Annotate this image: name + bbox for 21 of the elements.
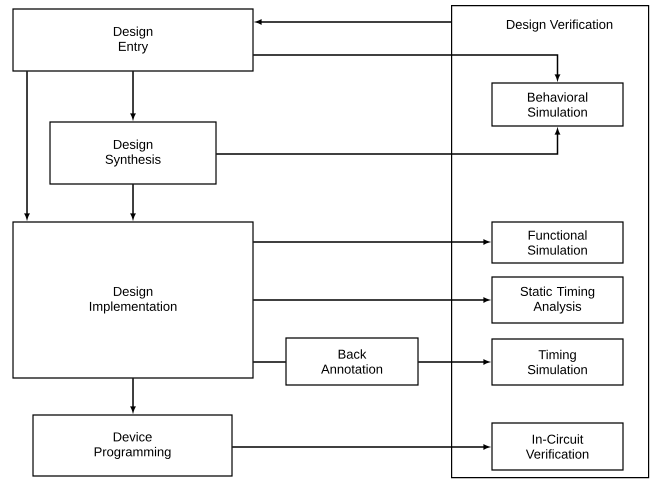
- arrow: [216, 128, 560, 155]
- process-box: Device Programming: [32, 414, 233, 477]
- arrow: [254, 54, 560, 80]
- process-box: Functional Simulation: [491, 221, 624, 264]
- arrow: [130, 72, 136, 120]
- process-box: Design Implementation: [12, 221, 254, 379]
- arrow: [130, 378, 136, 412]
- process-box: Static Timing Analysis: [491, 276, 624, 324]
- process-box: Timing Simulation: [491, 338, 624, 386]
- process-box: Behavioral Simulation: [491, 82, 624, 127]
- arrow: [130, 184, 136, 220]
- arrow: [254, 298, 490, 302]
- process-box: Back Annotation: [285, 337, 419, 386]
- arrow: [232, 444, 490, 450]
- process-box: Design Entry: [12, 8, 254, 72]
- arrow: [254, 240, 490, 244]
- process-box: In-Circuit Verification: [491, 422, 624, 471]
- arrow: [256, 20, 451, 24]
- arrow: [418, 360, 490, 364]
- arrow: [24, 72, 30, 220]
- process-box: Design Synthesis: [49, 121, 217, 185]
